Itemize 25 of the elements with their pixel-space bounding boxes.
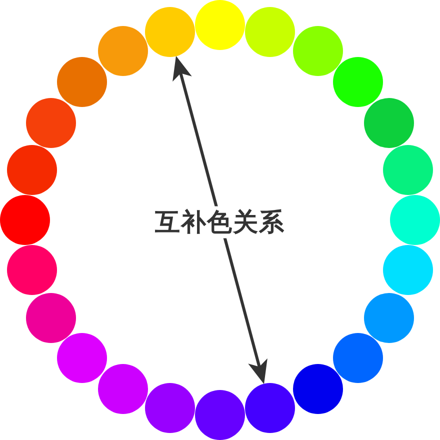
- hue-circle: [144, 383, 195, 434]
- hue-circle: [195, 390, 245, 440]
- hue-circle: [6, 245, 57, 296]
- double-arrow: [172, 56, 268, 384]
- hue-circle: [57, 332, 108, 383]
- hue-circle: [332, 57, 383, 108]
- hue-circle: [364, 292, 414, 342]
- hue-circle: [6, 144, 57, 195]
- hue-circle: [26, 292, 76, 342]
- hue-circle: [390, 195, 440, 245]
- hue-circle: [245, 6, 296, 57]
- hue-circle: [292, 364, 342, 414]
- hue-circle: [292, 26, 342, 76]
- hue-circle: [245, 383, 296, 434]
- hue-circle: [26, 98, 76, 148]
- hue-circle: [383, 144, 434, 195]
- hue-circle: [364, 98, 414, 148]
- hue-circle: [195, 0, 245, 50]
- hue-circle: [57, 57, 108, 108]
- hue-circle: [144, 6, 195, 57]
- hue-circle: [98, 364, 148, 414]
- hue-circle: [0, 195, 50, 245]
- hue-circle: [332, 332, 383, 383]
- hue-circle: [98, 26, 148, 76]
- hue-circle: [383, 245, 434, 296]
